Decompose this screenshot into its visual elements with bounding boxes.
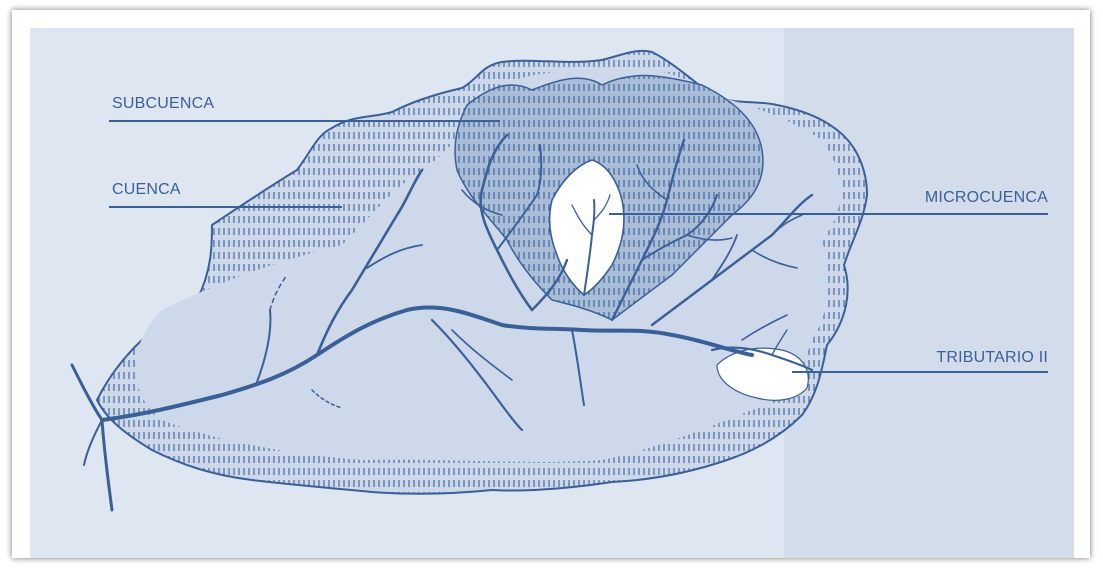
label-cuenca: CUENCA — [112, 181, 181, 198]
label-microcuenca: MICROCUENCA — [925, 189, 1048, 206]
label-tributario: TRIBUTARIO II — [936, 349, 1048, 366]
label-subcuenca: SUBCUENCA — [112, 95, 214, 112]
figure-frame: SUBCUENCA CUENCA MICROCUENCA TRIBUTARIO … — [12, 10, 1090, 558]
watershed-diagram: SUBCUENCA CUENCA MICROCUENCA TRIBUTARIO … — [12, 10, 1090, 558]
